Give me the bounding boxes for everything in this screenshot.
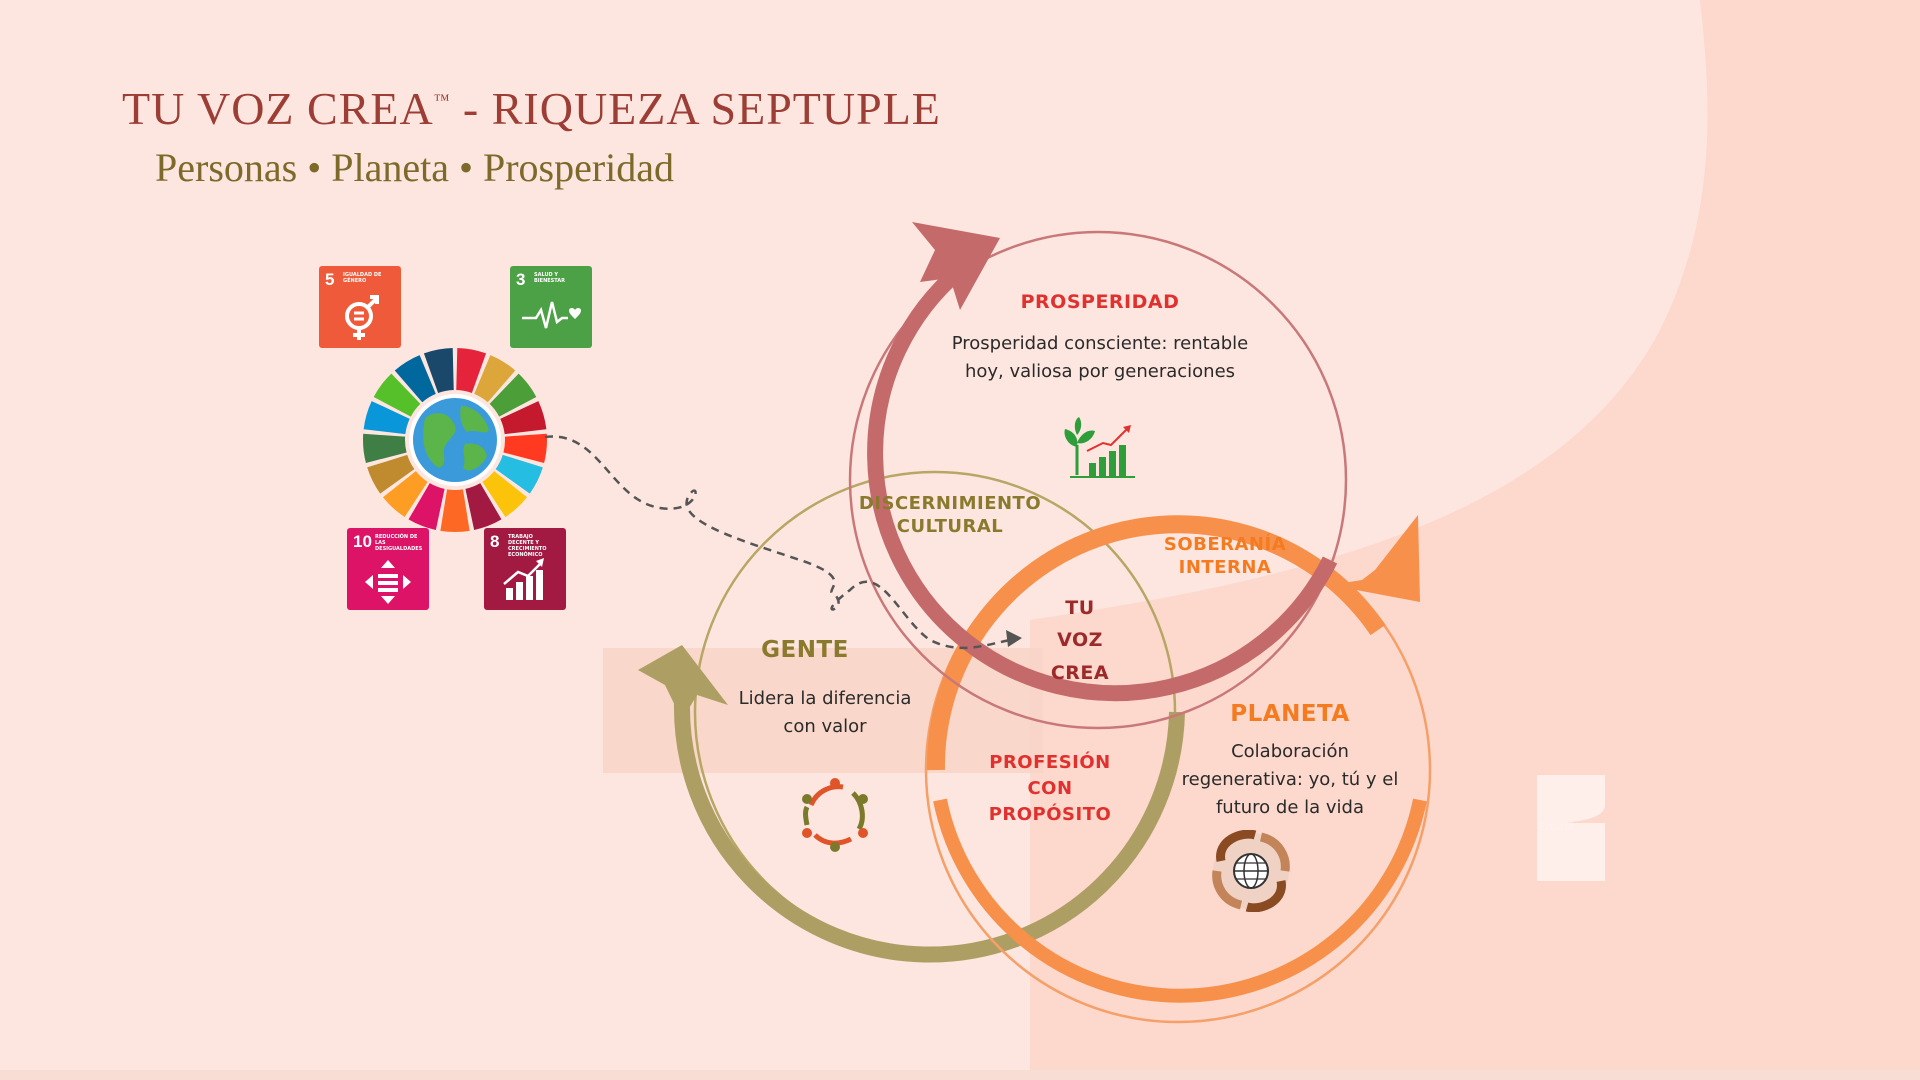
hands-globe-icon bbox=[1212, 830, 1290, 912]
sdg-wheel-segment bbox=[423, 348, 454, 393]
sdg-wheel-segment bbox=[363, 433, 407, 463]
planeta-description-line1: Colaboración bbox=[1231, 741, 1349, 762]
sdg-wheel-segment bbox=[503, 433, 547, 463]
sdg-wheel-segment bbox=[382, 471, 428, 517]
planeta-label: PLANETA bbox=[1230, 701, 1350, 727]
planeta-arrow-head bbox=[1330, 515, 1420, 602]
gente-description-line2: con valor bbox=[783, 715, 867, 737]
gente-description-line1: Lidera la diferencia bbox=[738, 688, 912, 709]
soberania-line1: SOBERANÍA bbox=[1163, 534, 1287, 555]
planeta-description: Colaboración regenerativa: yo, tú y el f… bbox=[1170, 738, 1410, 822]
title-suffix: - RIQUEZA SEPTUPLE bbox=[450, 83, 941, 134]
sdg-tile-10-number: 10 bbox=[353, 532, 372, 551]
soberania-interna-label: SOBERANÍA INTERNA bbox=[1130, 533, 1320, 580]
gente-arrow-head bbox=[638, 645, 728, 720]
center-line3: CREA bbox=[1050, 661, 1110, 684]
profesion-line3: PROPÓSITO bbox=[988, 804, 1112, 826]
watermark-text: Ernest bbox=[1539, 820, 1575, 833]
discernimiento-cultural-label: DISCERNIMIENTO CULTURAL bbox=[830, 492, 1070, 539]
brand-logo-icon bbox=[1537, 775, 1605, 881]
gente-label: GENTE bbox=[761, 637, 849, 663]
prosperidad-label: PROSPERIDAD bbox=[1020, 291, 1180, 313]
sdg-tile-3-caption: SALUD Y BIENESTAR bbox=[534, 272, 566, 284]
connector-arrow-head bbox=[1006, 630, 1022, 647]
prosperidad-description: Prosperidad consciente: rentable hoy, va… bbox=[930, 330, 1270, 386]
sdg-wheel-segment bbox=[474, 355, 516, 403]
sdg-wheel-segment bbox=[367, 454, 415, 494]
prosperidad-arrow-head bbox=[912, 222, 1000, 310]
sdg-wheel-segment bbox=[408, 483, 445, 530]
sdg-wheel-segment bbox=[482, 471, 528, 517]
sdg-wheel-segment bbox=[373, 373, 421, 417]
discernimiento-line1: DISCERNIMIENTO bbox=[858, 493, 1042, 514]
growth-chart-icon bbox=[503, 558, 544, 600]
sdg-wheel-segment bbox=[394, 355, 436, 403]
sdg-wheel-segment bbox=[363, 401, 410, 435]
prosperidad-description-line1: Prosperidad consciente: rentable bbox=[951, 333, 1249, 354]
planeta-bottom-arc bbox=[933, 798, 1427, 1003]
page-subtitle: Personas • Planeta • Prosperidad bbox=[155, 145, 675, 190]
gente-thick-arc bbox=[673, 701, 1185, 963]
sdg-tile-3-number: 3 bbox=[516, 270, 526, 289]
sdg-tile-8-number: 8 bbox=[490, 532, 500, 551]
people-circle-icon bbox=[802, 778, 868, 852]
profesion-con-proposito-label: PROFESIÓN CON PROPÓSITO bbox=[970, 750, 1130, 828]
sdg-tile-10-caption: REDUCCIÓN DE LAS DESIGUALDADES bbox=[375, 534, 423, 552]
sdg-wheel-segment bbox=[495, 454, 543, 494]
sdg-wheel-segment bbox=[489, 373, 537, 417]
sdg-wheel-segment bbox=[500, 401, 547, 435]
prosperidad-description-line2: hoy, valiosa por generaciones bbox=[964, 360, 1236, 382]
heartbeat-icon bbox=[522, 301, 581, 329]
prosperidad-circle bbox=[848, 230, 1348, 730]
center-line1: TU bbox=[1065, 597, 1095, 619]
sdg-tile-8: 8 TRABAJO DECENTE Y CRECIMIENTO ECONÓMIC… bbox=[484, 528, 566, 610]
profesion-line2: CON bbox=[1027, 778, 1073, 800]
sdg-wheel-segment bbox=[440, 489, 470, 532]
dashed-connector bbox=[544, 435, 1011, 650]
page-title: TU VOZ CREA™ - RIQUEZA SEPTUPLE bbox=[122, 82, 941, 135]
discernimiento-line2: CULTURAL bbox=[896, 516, 1004, 538]
profesion-line1: PROFESIÓN bbox=[989, 752, 1111, 773]
planeta-description-line3: futuro de la vida bbox=[1215, 796, 1365, 818]
sdg-tile-5-caption: IGUALDAD DE GÉNERO bbox=[343, 272, 382, 284]
sdg-tile-5: 5 IGUALDAD DE GÉNERO bbox=[319, 266, 401, 348]
sdg-tile-8-caption: TRABAJO DECENTE Y CRECIMIENTO ECONÓMICO bbox=[508, 534, 547, 558]
sdg-tile-5-number: 5 bbox=[325, 270, 335, 289]
center-tu-voz-crea-label: TU VOZ CREA bbox=[1030, 592, 1130, 689]
prosperidad-thick-arc bbox=[867, 263, 1338, 702]
soberania-line2: INTERNA bbox=[1178, 557, 1272, 579]
title-main: TU VOZ CREA bbox=[122, 83, 434, 134]
center-line2: VOZ bbox=[1057, 629, 1103, 652]
sdg-wheel-icon bbox=[363, 348, 547, 532]
gender-equality-icon bbox=[345, 295, 379, 340]
sdg-wheel-segment bbox=[465, 483, 502, 530]
plant-growth-icon bbox=[1064, 417, 1135, 478]
equality-arrows-icon bbox=[365, 560, 411, 604]
trademark-mark: ™ bbox=[433, 92, 451, 109]
gente-description: Lidera la diferencia con valor bbox=[700, 685, 950, 741]
sdg-tile-3: 3 SALUD Y BIENESTAR bbox=[510, 266, 592, 348]
sdg-tile-10: 10 REDUCCIÓN DE LAS DESIGUALDADES bbox=[347, 528, 429, 610]
planeta-thick-arc bbox=[926, 515, 1386, 771]
planeta-description-line2: regenerativa: yo, tú y el bbox=[1181, 768, 1399, 790]
sdg-wheel-segment bbox=[456, 348, 487, 393]
